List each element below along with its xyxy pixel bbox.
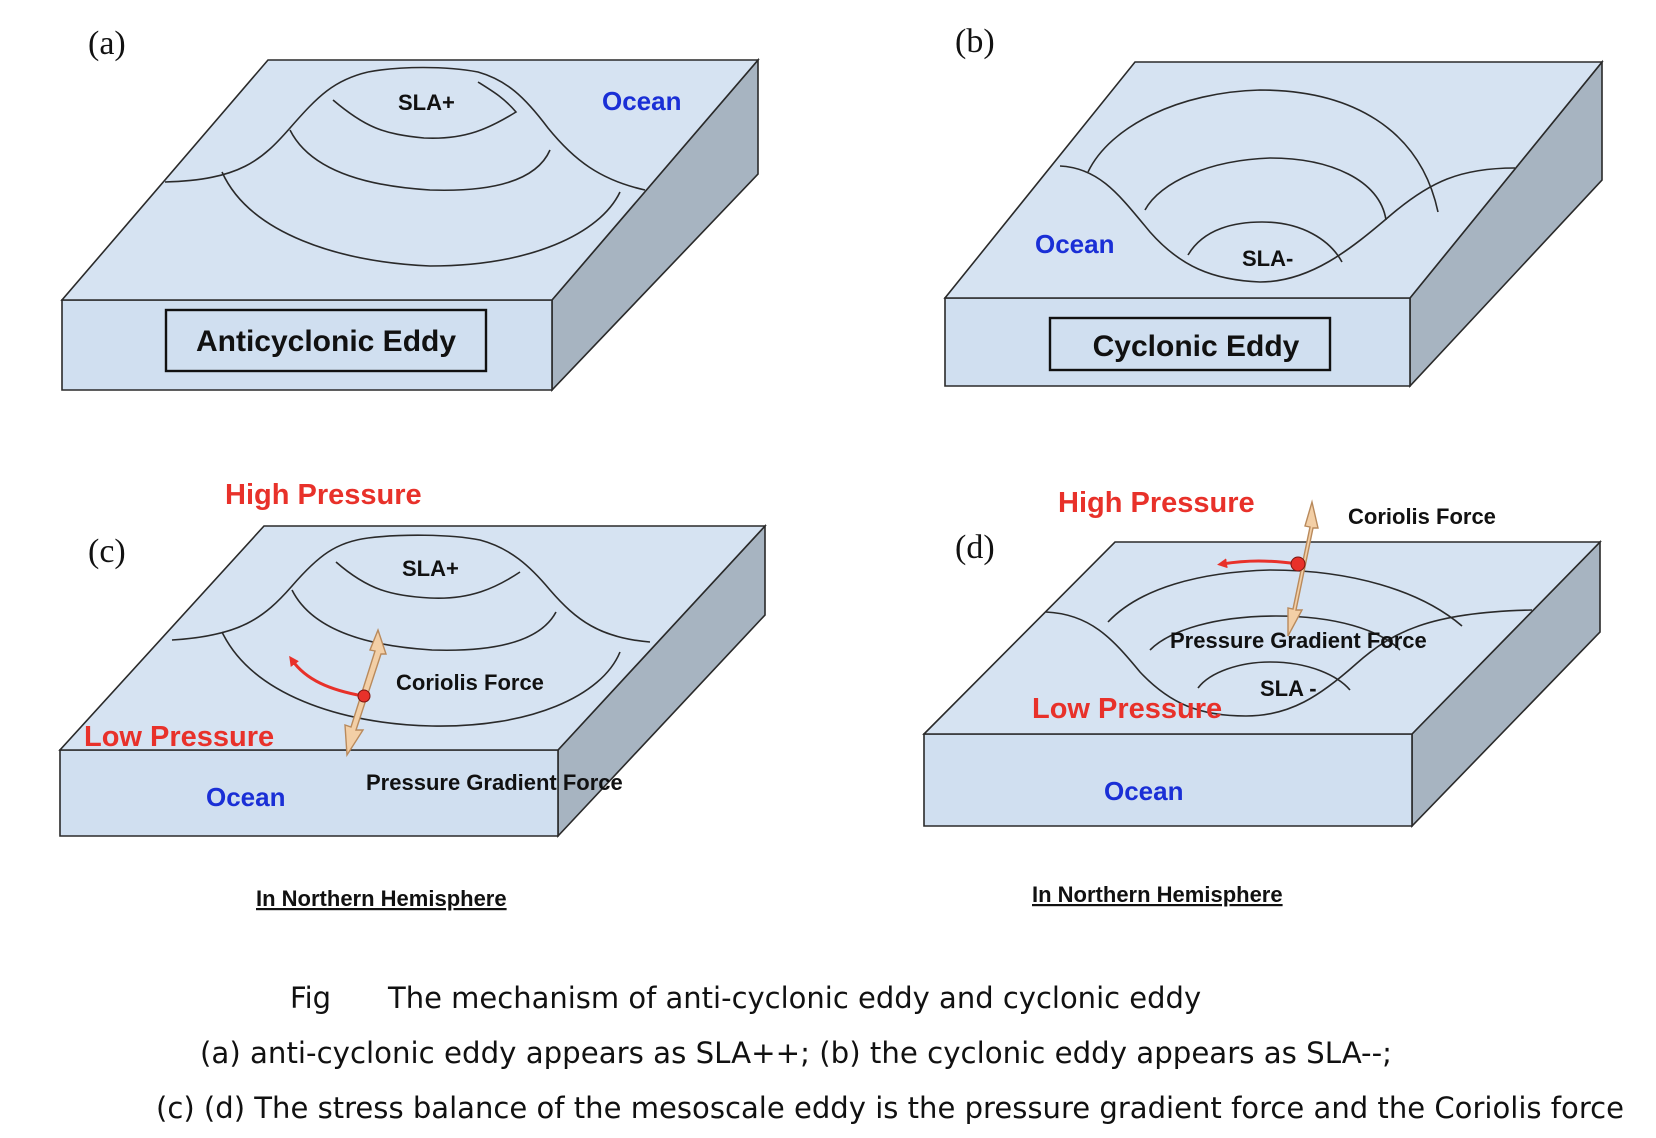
panel-d-contours [1045, 569, 1533, 717]
panel-a-tag: (a) [88, 25, 126, 62]
panel-d-hemisphere-note: In Northern Hemisphere [1032, 882, 1283, 907]
panel-b-ocean-label: Ocean [1035, 229, 1115, 259]
panel-a-contours [164, 66, 646, 267]
panel-b: (b) SLA- Ocean Cyclonic Eddy [943, 23, 1604, 389]
panel-d-sla-label: SLA - [1260, 676, 1317, 701]
panel-b-title-box [1048, 316, 1332, 372]
panel-d-tag: (d) [955, 529, 995, 566]
panel-a-block-top [60, 59, 760, 301]
panel-b-contours [1059, 89, 1516, 283]
panel-a: (a) SLA+ Ocean Anticyclonic Eddy [60, 25, 760, 392]
panel-c-tag: (c) [88, 533, 126, 570]
panel-d-ocean-label: Ocean [1104, 776, 1184, 806]
panel-a-sla-label: SLA+ [398, 90, 455, 115]
panel-d-block-top [922, 541, 1602, 735]
panel-b-tag: (b) [955, 23, 995, 60]
panel-d-pgf-label: Pressure Gradient Force [1170, 628, 1427, 653]
panel-c-pgf-label: Pressure Gradient Force [366, 770, 623, 795]
panel-b-sla-label: SLA- [1242, 246, 1293, 271]
panel-c-coriolis-arrow [289, 655, 364, 698]
panel-d-high-pressure: High Pressure [1058, 487, 1255, 519]
panel-c-coriolis-label: Coriolis Force [396, 670, 544, 695]
caption-line2: (a) anti-cyclonic eddy appears as SLA++;… [200, 1036, 1392, 1070]
figure-caption: Fig The mechanism of anti-cyclonic eddy … [156, 981, 1624, 1125]
panel-d-coriolis-arrow [1217, 558, 1299, 569]
panel-c-contours [171, 534, 651, 727]
panel-b-title: Cyclonic Eddy [1093, 330, 1300, 363]
panel-c-particle [357, 689, 371, 703]
caption-line1: The mechanism of anti-cyclonic eddy and … [387, 981, 1201, 1015]
panel-b-block-top [943, 61, 1604, 299]
panel-a-title: Anticyclonic Eddy [196, 325, 456, 358]
panel-c-sla-label: SLA+ [402, 556, 459, 581]
panel-c-low-pressure: Low Pressure [84, 721, 274, 753]
panel-d-low-pressure: Low Pressure [1032, 693, 1222, 725]
caption-line3: (c) (d) The stress balance of the mesosc… [156, 1091, 1624, 1125]
panel-d-coriolis-label: Coriolis Force [1348, 504, 1496, 529]
panel-c-hemisphere-note: In Northern Hemisphere [256, 886, 507, 911]
panel-c: High Pressure (c) SLA+ Coriolis Force Lo… [58, 479, 767, 911]
panel-a-ocean-label: Ocean [602, 86, 682, 116]
panel-c-ocean-label: Ocean [206, 782, 286, 812]
panel-d: High Pressure Coriolis Force (d) Pressur… [922, 487, 1602, 907]
panel-c-block-top [58, 525, 767, 751]
panel-d-particle [1290, 556, 1306, 572]
caption-fig-prefix: Fig [290, 981, 331, 1015]
panel-a-title-box [164, 308, 488, 373]
panel-c-high-pressure: High Pressure [225, 479, 422, 511]
